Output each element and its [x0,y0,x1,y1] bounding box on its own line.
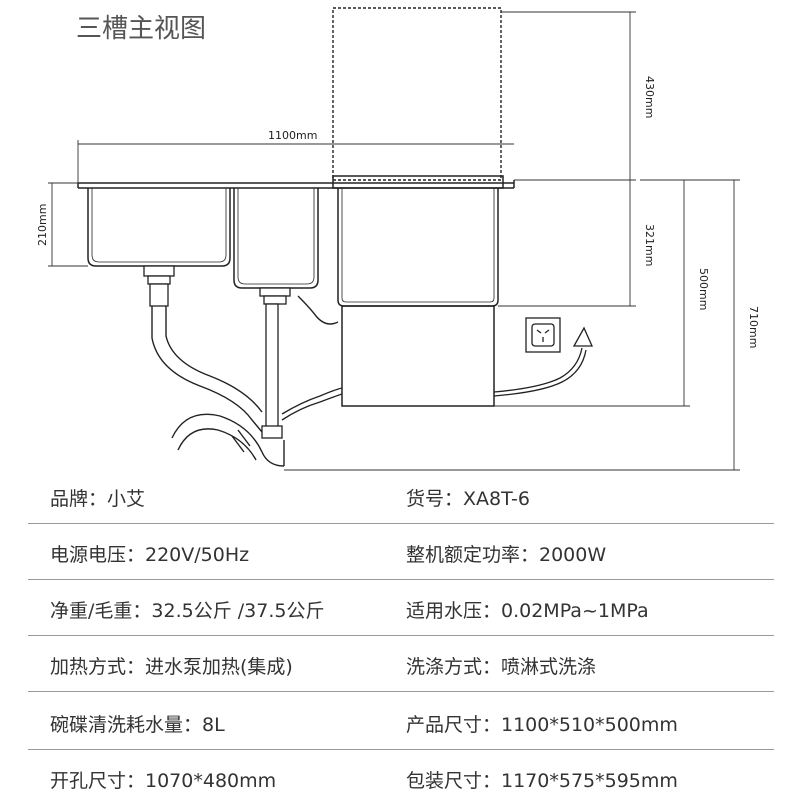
dishwasher-depth-dimension-label: 321mm [643,224,656,266]
diagram-title: 三槽主视图 [76,14,207,44]
spec-cutout-size: 开孔尺寸：1070*480mm [50,770,277,792]
dimension-lines [48,11,740,471]
drain-fittings [143,265,291,439]
large-sink-bowl [87,188,231,267]
power-socket-icon [525,317,561,353]
spec-brand: 品牌：小艾 [50,488,146,510]
small-sink-bowl [233,188,319,289]
countertop [77,180,515,189]
under-counter-dimension-label: 500mm [697,268,710,310]
spec-product-size: 产品尺寸：1100*510*500mm [406,714,678,736]
spec-model-number: 货号：XA8T-6 [406,488,530,510]
spec-row: 加热方式：进水泵加热(集成) 洗涤方式：喷淋式洗涤 [28,636,774,692]
width-dimension-label: 1100mm [268,129,317,142]
spec-row: 净重/毛重：32.5公斤 /37.5公斤 适用水压：0.02MPa~1MPa [28,580,774,636]
spec-heating-method: 加热方式：进水泵加热(集成) [50,656,293,678]
dishwasher-body [332,175,504,407]
spec-power: 整机额定功率：2000W [406,544,607,566]
total-height-dimension-label: 710mm [747,306,760,348]
spec-row: 开孔尺寸：1070*480mm 包装尺寸：1170*575*595mm [28,750,774,806]
spec-package-size: 包装尺寸：1170*575*595mm [406,770,678,792]
drain-hoses [151,295,343,467]
spec-wash-method: 洗涤方式：喷淋式洗涤 [406,656,597,678]
spec-row: 碗碟清洗耗水量：8L 产品尺寸：1100*510*500mm [28,694,774,750]
bowl-depth-dimension-label: 210mm [36,204,49,246]
dishwasher-lid-dashed [332,7,502,181]
power-cord [493,326,594,397]
spec-water-consumption: 碗碟清洗耗水量：8L [50,714,225,736]
spec-weight: 净重/毛重：32.5公斤 /37.5公斤 [50,600,325,622]
spec-voltage: 电源电压：220V/50Hz [50,544,250,566]
sink-front-view-diagram: 1100mm 210mm 430mm 321mm 500mm 710mm [36,7,760,471]
lid-height-dimension-label: 430mm [643,76,656,118]
spec-row: 电源电压：220V/50Hz 整机额定功率：2000W [28,524,774,580]
spec-water-pressure: 适用水压：0.02MPa~1MPa [406,600,649,622]
spec-row: 品牌：小艾 货号：XA8T-6 [28,468,774,524]
